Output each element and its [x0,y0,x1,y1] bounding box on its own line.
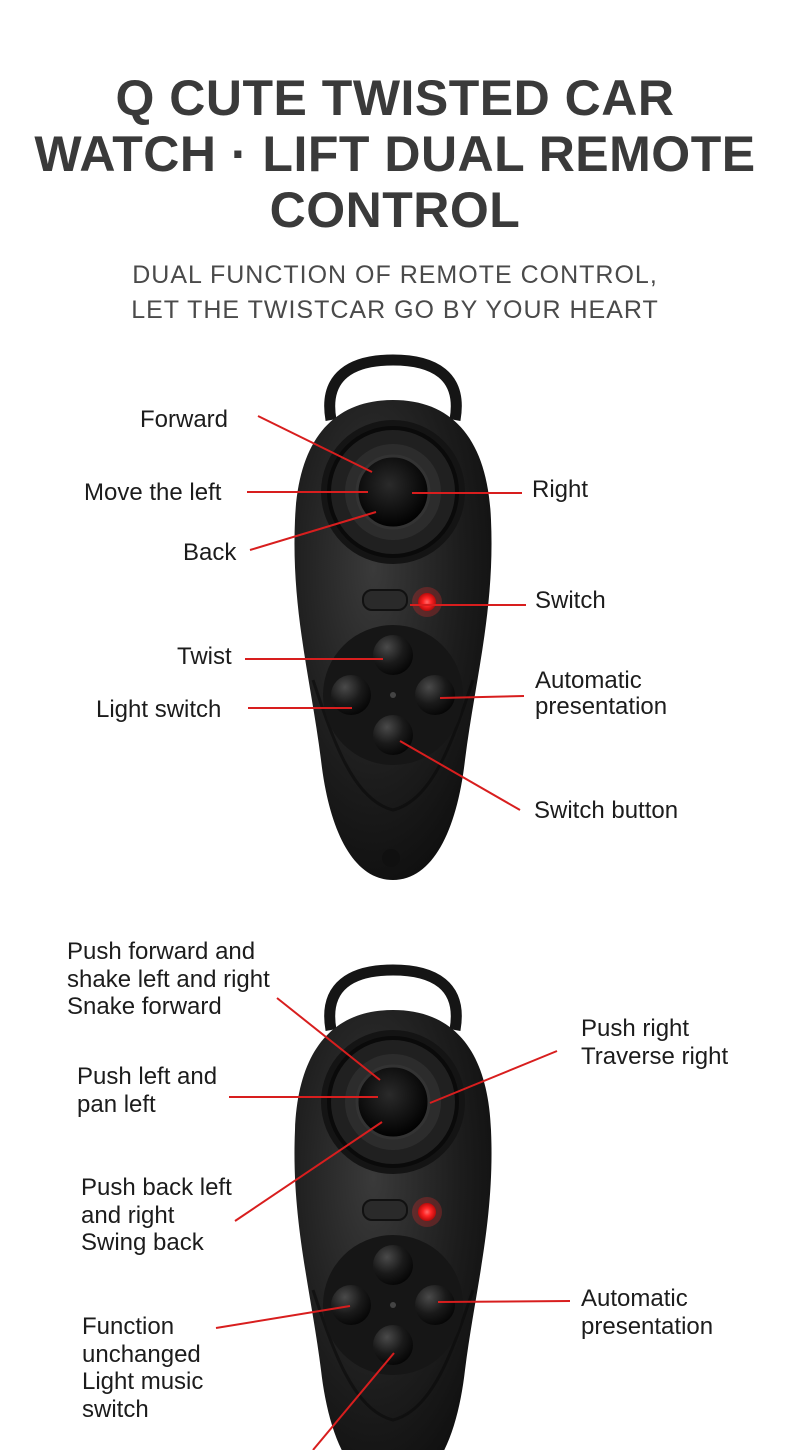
label-push-left: Push left and pan left [77,1063,218,1118]
label-function-unchanged: Function unchanged Light music switch [82,1313,204,1423]
label-back: Back [183,539,237,566]
subtitle-line-2: LET THE TWISTCAR GO BY YOUR HEART [131,296,659,324]
title-line-2: WATCH · LIFT DUAL REMOTE [34,126,756,182]
leader-lines-bottom [215,997,571,1450]
label-forward: Forward [140,406,229,433]
label-switch: Switch [535,587,606,614]
label-right: Right [532,476,589,503]
label-automatic-presentation: Automatic presentation [535,667,668,720]
label-automatic-presentation-2: Automatic presentation [581,1285,714,1340]
page-subtitle: DUAL FUNCTION OF REMOTE CONTROL, LET THE… [0,258,790,328]
page-title: Q CUTE TWISTED CAR WATCH · LIFT DUAL REM… [0,70,790,238]
title-line-1: Q CUTE TWISTED CAR [115,70,675,126]
label-push-right: Push right Traverse right [581,1015,729,1070]
label-light-switch: Light switch [96,696,222,723]
leader-lines-top [245,415,526,811]
title-line-3: CONTROL [269,182,521,238]
label-move-left: Move the left [84,479,222,506]
label-switch-button: Switch button [534,797,679,824]
label-twist: Twist [177,643,232,670]
controller-top [294,360,491,880]
label-push-forward: Push forward and shake left and right Sn… [67,938,270,1020]
controller-bottom [294,970,491,1450]
label-push-back: Push back left and right Swing back [81,1174,232,1256]
subtitle-line-1: DUAL FUNCTION OF REMOTE CONTROL, [132,261,658,289]
